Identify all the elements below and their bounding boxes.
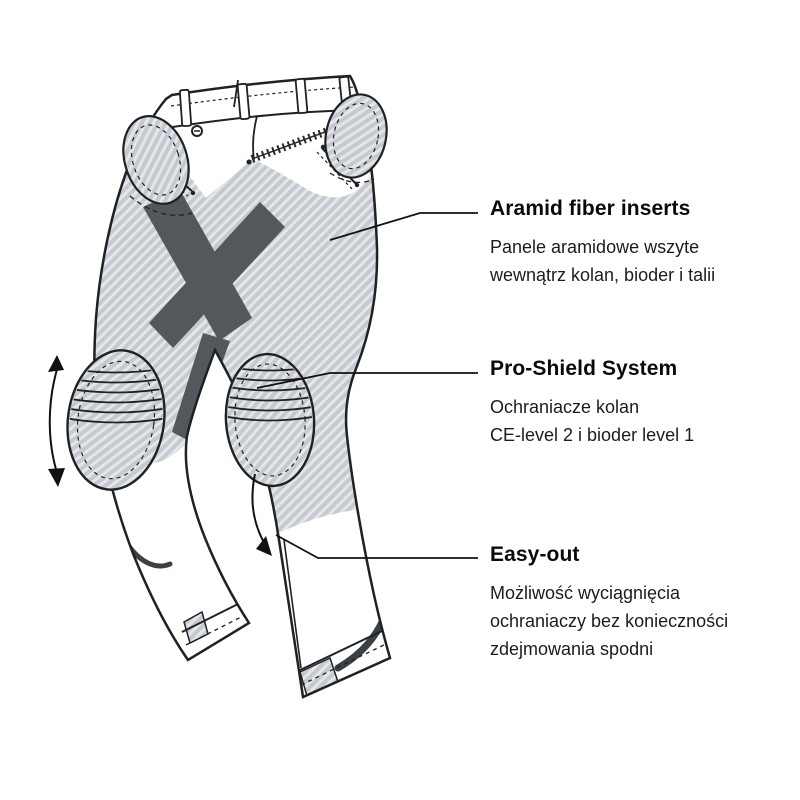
hip-pad-right: [324, 93, 388, 179]
callout-aramid: Aramid fiber inserts Panele aramidowe ws…: [490, 197, 770, 289]
leader-line-proshield: [256, 372, 478, 389]
annotations: [48, 212, 478, 559]
callout-proshield-body: Ochraniacze kolan CE-level 2 i bioder le…: [490, 397, 695, 445]
callout-aramid-title: Aramid fiber inserts: [490, 197, 691, 220]
hip-pocket-stitch-right: [329, 172, 375, 184]
callout-easyout-body: Możliwość wyciągnięcia ochraniaczy bez k…: [490, 583, 729, 659]
callout-easyout: Easy-out Możliwość wyciągnięcia ochrania…: [490, 543, 770, 663]
waistband-stitching: [170, 86, 357, 107]
easy-out-arrow-icon: [251, 473, 272, 556]
callout-easyout-title: Easy-out: [490, 543, 580, 566]
callout-aramid-body: Panele aramidowe wszyte wewnątrz kolan, …: [490, 237, 716, 285]
left-shin-panel: [96, 436, 252, 662]
leader-lines: [256, 212, 478, 559]
pants-illustration: [63, 74, 392, 699]
leader-line-aramid: [329, 212, 478, 241]
waist-notch: [233, 79, 239, 108]
callout-proshield: Pro-Shield System Ochraniacze kolan CE-l…: [490, 357, 770, 449]
double-arrow-icon: [48, 355, 65, 487]
cuff-lines: [181, 599, 389, 686]
knee-pad-right: [223, 352, 317, 488]
callout-proshield-title: Pro-Shield System: [490, 357, 678, 380]
hip-pad-left: [122, 115, 190, 205]
leader-line-easyout: [275, 534, 478, 559]
